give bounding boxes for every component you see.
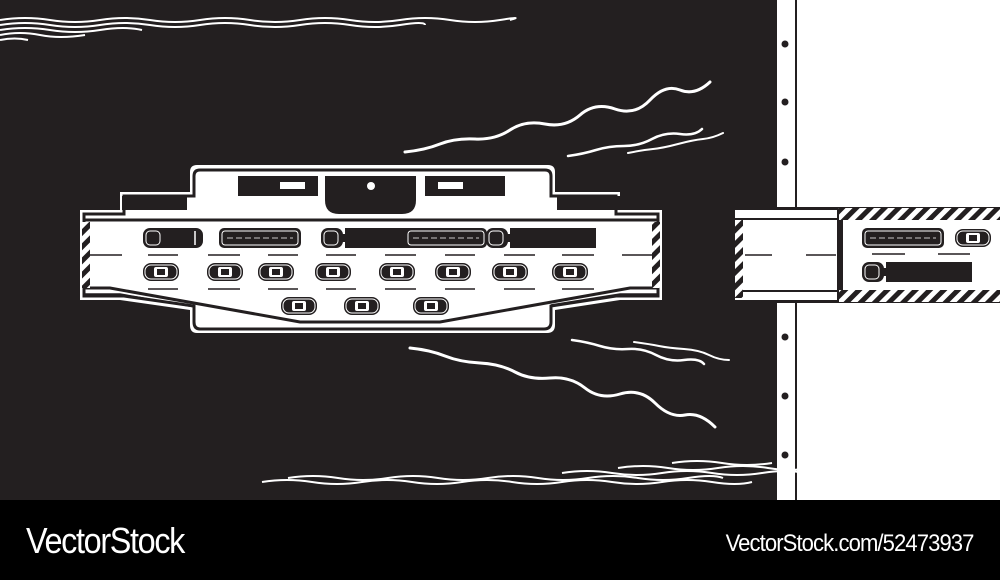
ferry-illustration bbox=[0, 0, 1000, 500]
waves-top bbox=[0, 17, 517, 41]
bollards bbox=[781, 40, 789, 459]
waves-bottom bbox=[261, 460, 806, 485]
image-url: VectorStock.com/52473937 bbox=[726, 530, 975, 557]
brand-logo: VectorStock bbox=[26, 520, 185, 561]
ramp bbox=[733, 207, 1000, 303]
footer-bar bbox=[0, 500, 1000, 580]
wakes bbox=[403, 80, 730, 429]
ferry bbox=[80, 165, 662, 333]
